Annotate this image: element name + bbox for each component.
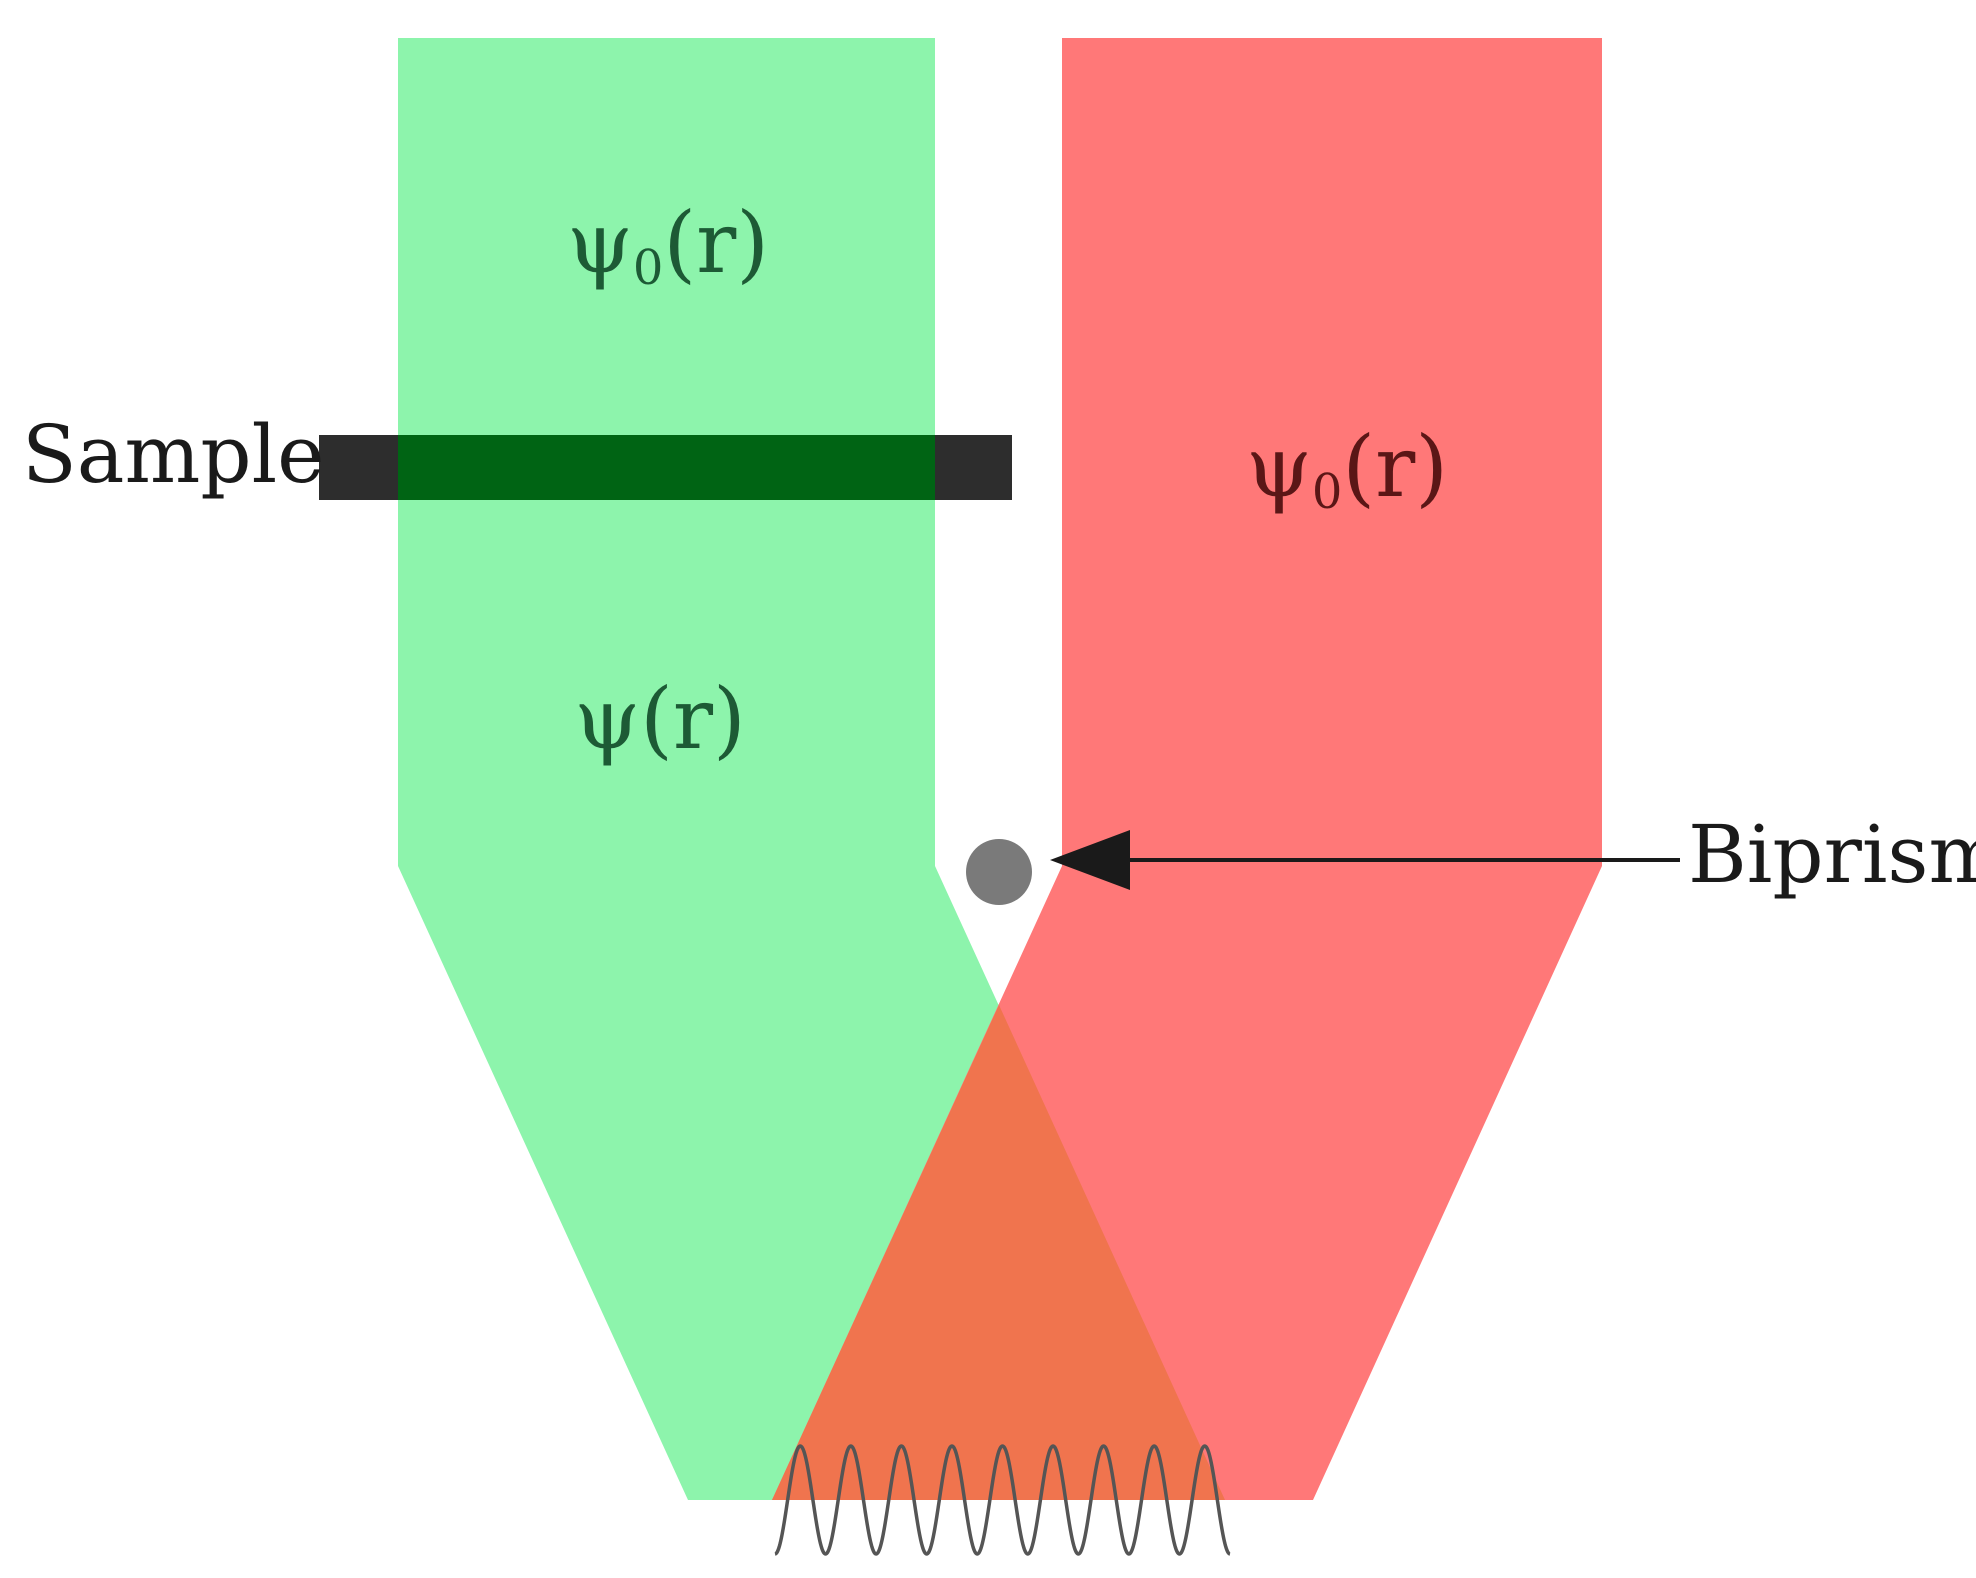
sample-label: Sample [22, 408, 325, 501]
interference-fringes-icon [774, 1444, 1231, 1556]
left-beam-top-wavefunction-label: ψ0(r) [567, 194, 769, 296]
sample-in-beam [398, 435, 935, 500]
biprism-wire-icon [966, 839, 1032, 905]
left-beam-bottom-wavefunction-label: ψ(r) [574, 670, 746, 768]
biprism-pointer-arrow-icon [1050, 830, 1680, 890]
interference-overlap-region [772, 1005, 1225, 1500]
right-beam-wavefunction-label: ψ0(r) [1246, 418, 1448, 520]
biprism-label: Biprism [1688, 808, 1976, 901]
